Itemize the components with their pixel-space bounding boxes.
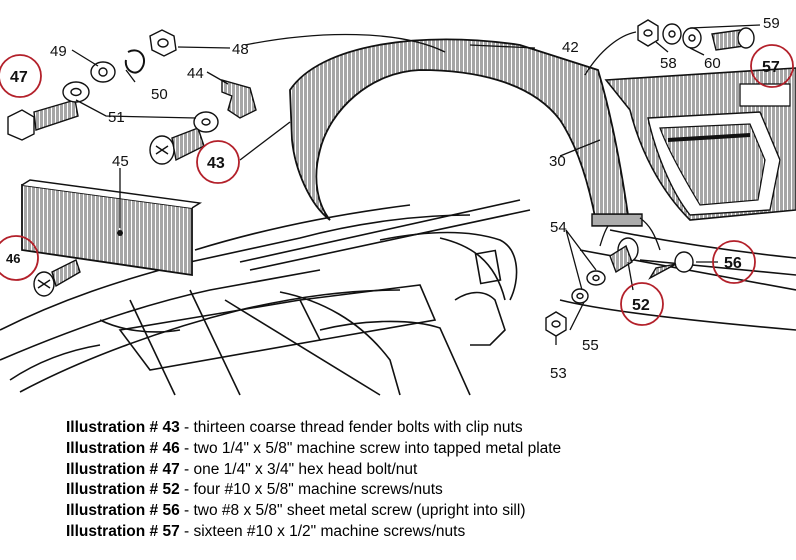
bolt-47 [7, 99, 79, 141]
fender-42 [289, 38, 643, 227]
callout-53: 53 [550, 365, 567, 382]
callout-49: 49 [50, 43, 67, 60]
caption-label: Illustration # 43 [66, 419, 180, 436]
callout-57: 57 [762, 59, 780, 76]
caption-text: - two #8 x 5/8" sheet metal screw (uprig… [179, 502, 526, 520]
caption-line-52: Illustration # 52 - four #10 x 5/8" mach… [66, 480, 786, 501]
caption-text: - sixteen #10 x 1/2" machine screws/nuts [179, 522, 466, 540]
callout-48: 48 [232, 41, 249, 58]
callout-30: 30 [549, 153, 566, 170]
callout-42: 42 [562, 39, 579, 56]
callout-47: 47 [10, 69, 28, 86]
callout-59: 59 [763, 15, 780, 32]
panel-45 [21, 179, 203, 277]
caption-line-43: Illustration # 43 - thirteen coarse thre… [66, 418, 786, 439]
lock-washer-49 [90, 61, 116, 83]
callout-45: 45 [112, 153, 129, 170]
highlight-circle-43 [196, 140, 240, 184]
caption-label: Illustration # 52 [66, 481, 180, 499]
caption-text: - four #10 x 5/8" machine screws/nuts [179, 481, 443, 499]
callout-50: 50 [151, 86, 168, 103]
callout-60: 60 [704, 55, 721, 72]
callout-43: 43 [207, 155, 225, 172]
hardware-52-54-55-53 [545, 237, 639, 337]
highlight-circle-57 [750, 44, 794, 88]
spring-washer-50 [124, 49, 146, 74]
caption-label: Illustration # 47 [66, 460, 180, 478]
caption-label: Illustration # 46 [66, 439, 180, 457]
highlight-circles [0, 44, 794, 326]
caption-text: - two 1/4" x 5/8" machine screw into tap… [179, 439, 562, 457]
screw-46 [33, 259, 81, 297]
callout-46: 46 [6, 251, 20, 266]
washer-51a [62, 81, 90, 103]
nut-48 [149, 29, 177, 57]
sill-panel [604, 67, 796, 221]
highlight-circle-46 [0, 235, 39, 281]
caption-line-46: Illustration # 46 - two 1/4" x 5/8" mach… [66, 439, 786, 460]
callout-58: 58 [660, 55, 677, 72]
highlight-circle-56 [712, 240, 756, 284]
callout-54: 54 [550, 219, 567, 236]
callout-52: 52 [632, 297, 650, 314]
callout-44: 44 [187, 65, 204, 82]
caption-line-57: Illustration # 57 - sixteen #10 x 1/2" m… [66, 522, 786, 543]
caption-line-56: Illustration # 56 - two #8 x 5/8" sheet … [66, 501, 786, 522]
caption-label: Illustration # 56 [66, 502, 180, 520]
highlight-circle-52 [620, 282, 664, 326]
screw-56 [648, 251, 694, 280]
screw-43 [149, 111, 219, 165]
highlight-circle-47 [0, 54, 42, 98]
exploded-parts-diagram: 47 49 50 51 48 44 43 45 46 42 30 54 55 5… [0, 15, 796, 396]
callout-55: 55 [582, 337, 599, 354]
caption-text: - one 1/4" x 3/4" hex head bolt/nut [179, 460, 418, 478]
hardware-57-58-59-60 [637, 19, 755, 51]
caption-text: - thirteen coarse thread fender bolts wi… [179, 419, 523, 436]
car-body-outline [0, 199, 796, 396]
callout-51: 51 [108, 109, 125, 126]
callout-56: 56 [724, 255, 742, 272]
clip-nut-44 [221, 79, 257, 119]
leader-lines [71, 24, 761, 345]
caption-list: Illustration # 43 - thirteen coarse thre… [66, 418, 786, 543]
caption-label: Illustration # 57 [66, 522, 180, 540]
caption-line-47: Illustration # 47 - one 1/4" x 3/4" hex … [66, 460, 786, 481]
